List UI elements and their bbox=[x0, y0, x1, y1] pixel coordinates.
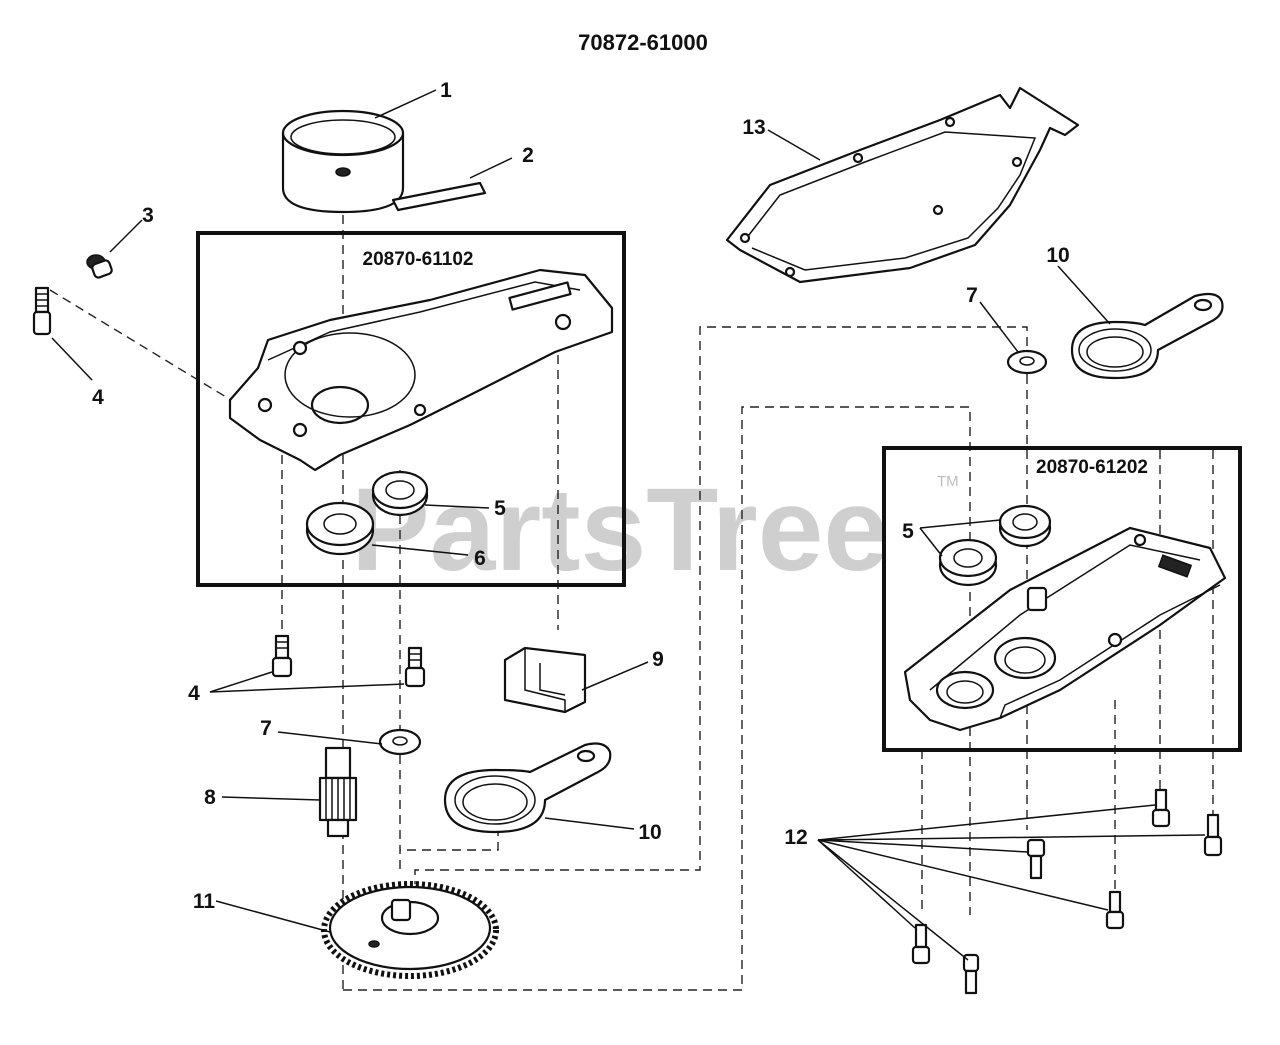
screw-part bbox=[1105, 890, 1125, 930]
screw-part bbox=[1026, 838, 1046, 880]
washer-part bbox=[378, 728, 422, 756]
callout-3: 3 bbox=[142, 204, 154, 227]
watermark-text: PartsTree bbox=[351, 464, 889, 596]
clip-part bbox=[503, 646, 587, 714]
screw-part bbox=[962, 953, 980, 995]
callout-8: 8 bbox=[204, 786, 216, 809]
callout-5-right: 5 bbox=[902, 520, 914, 543]
right-housing-box bbox=[882, 446, 1242, 752]
gasket-part bbox=[725, 86, 1080, 284]
large-bearing-part bbox=[305, 501, 375, 556]
left-housing-part bbox=[228, 268, 614, 472]
callout-1: 1 bbox=[440, 79, 452, 102]
left-housing-box bbox=[196, 231, 626, 587]
screw-part bbox=[32, 286, 52, 336]
bearing-bracket-part bbox=[1070, 292, 1224, 380]
leader-lines bbox=[51, 89, 1206, 961]
screw-part bbox=[1203, 813, 1223, 857]
callout-11: 11 bbox=[193, 890, 216, 913]
callout-7-left: 7 bbox=[260, 717, 272, 740]
cup-part bbox=[281, 109, 405, 214]
screw-part bbox=[1151, 788, 1171, 828]
right-housing-part bbox=[903, 526, 1227, 732]
callout-10-upper: 10 bbox=[1046, 244, 1069, 267]
washer-part bbox=[1006, 349, 1048, 375]
callout-12: 12 bbox=[784, 826, 807, 849]
left-housing-number: 20870-61102 bbox=[363, 249, 474, 270]
screw-part bbox=[271, 634, 293, 678]
right-housing-number: 20870-61202 bbox=[1036, 457, 1148, 478]
watermark-trademark: TM bbox=[937, 473, 959, 490]
callout-4-upper: 4 bbox=[92, 386, 104, 409]
small-bearing-part bbox=[371, 470, 429, 517]
callout-10-lower: 10 bbox=[638, 821, 661, 844]
bearing-bracket-part bbox=[443, 742, 612, 834]
callout-9: 9 bbox=[652, 648, 664, 671]
callout-labels: 1 2 3 4 4 4 5 6 7 8 9 10 11 13 10 7 5 12 bbox=[92, 79, 1070, 913]
screw-part bbox=[911, 923, 931, 965]
screw-part bbox=[404, 646, 426, 688]
callout-6: 6 bbox=[474, 547, 486, 570]
small-bearing-part bbox=[938, 538, 998, 587]
plug-part bbox=[86, 254, 113, 279]
callout-2: 2 bbox=[522, 144, 534, 167]
callout-7-right: 7 bbox=[966, 284, 978, 307]
large-gear-part bbox=[321, 881, 499, 979]
diagram-title: 70872-61000 bbox=[578, 30, 708, 55]
pinion-gear-part bbox=[318, 746, 358, 838]
callout-5-left: 5 bbox=[494, 497, 506, 520]
key-part bbox=[391, 181, 487, 212]
callout-4-lower: 4 bbox=[188, 682, 200, 705]
small-bearing-part bbox=[998, 504, 1052, 548]
callout-13: 13 bbox=[742, 116, 765, 139]
